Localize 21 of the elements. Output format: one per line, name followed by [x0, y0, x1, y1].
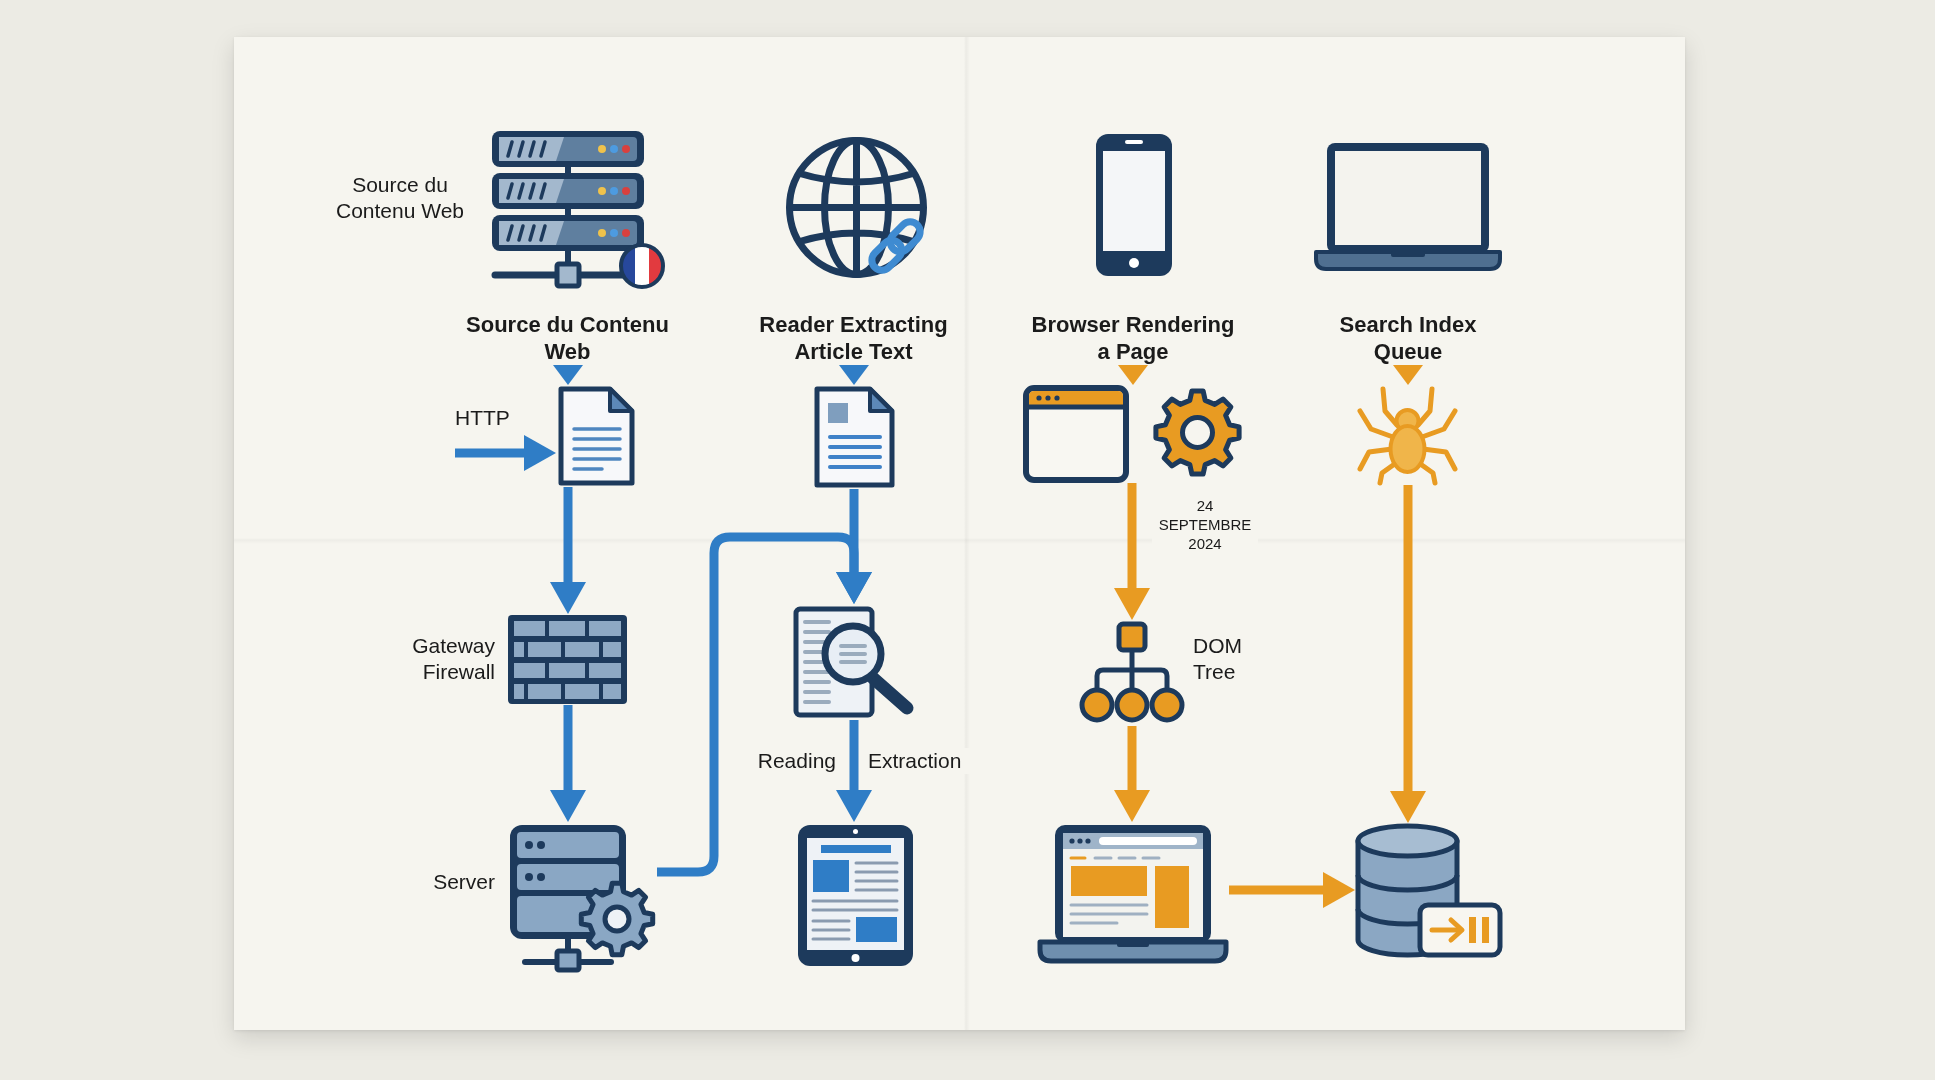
- column-heading: Search Index Queue: [1338, 311, 1478, 365]
- node-label: Gateway Firewall: [411, 633, 495, 685]
- arrow: [553, 365, 583, 385]
- arrow: [1390, 485, 1426, 823]
- arrow: [839, 365, 869, 385]
- arrow: [836, 489, 872, 604]
- arrow: [836, 720, 872, 822]
- side-label: Source du Contenu Web: [335, 172, 465, 224]
- node-label: Server: [432, 869, 495, 895]
- node-label: DOM Tree: [1193, 633, 1243, 685]
- arrow: [1393, 365, 1423, 385]
- arrow: [550, 705, 586, 822]
- column-heading: Reader Extracting Article Text: [758, 311, 949, 365]
- column-heading: Browser Rendering a Page: [1030, 311, 1236, 365]
- arrow: [1114, 726, 1150, 822]
- arrow: [455, 435, 556, 471]
- arrow: [550, 487, 586, 614]
- arrow: [1229, 872, 1355, 908]
- column-heading: Source du Contenu Web: [465, 311, 670, 365]
- arrow: [1118, 365, 1148, 385]
- arrow: [1114, 483, 1150, 620]
